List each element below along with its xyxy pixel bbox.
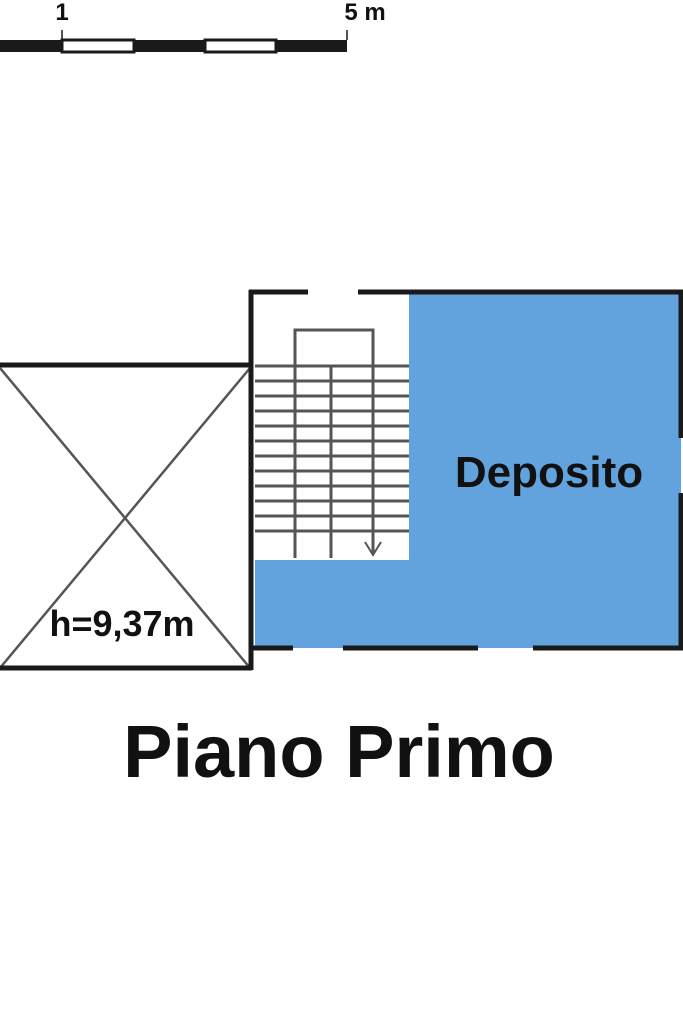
walls [0, 289, 683, 671]
staircase [255, 328, 409, 558]
void-height-label: h=9,37m [49, 603, 194, 644]
scale-label-start: 1 [55, 0, 68, 26]
scale-bar: 1 5 m [0, 0, 386, 54]
void-area [0, 367, 251, 669]
deposito-label: Deposito [455, 448, 643, 497]
floor-title: Piano Primo [123, 710, 555, 793]
scale-label-end: 5 m [344, 0, 385, 26]
deposito-room [255, 292, 681, 648]
